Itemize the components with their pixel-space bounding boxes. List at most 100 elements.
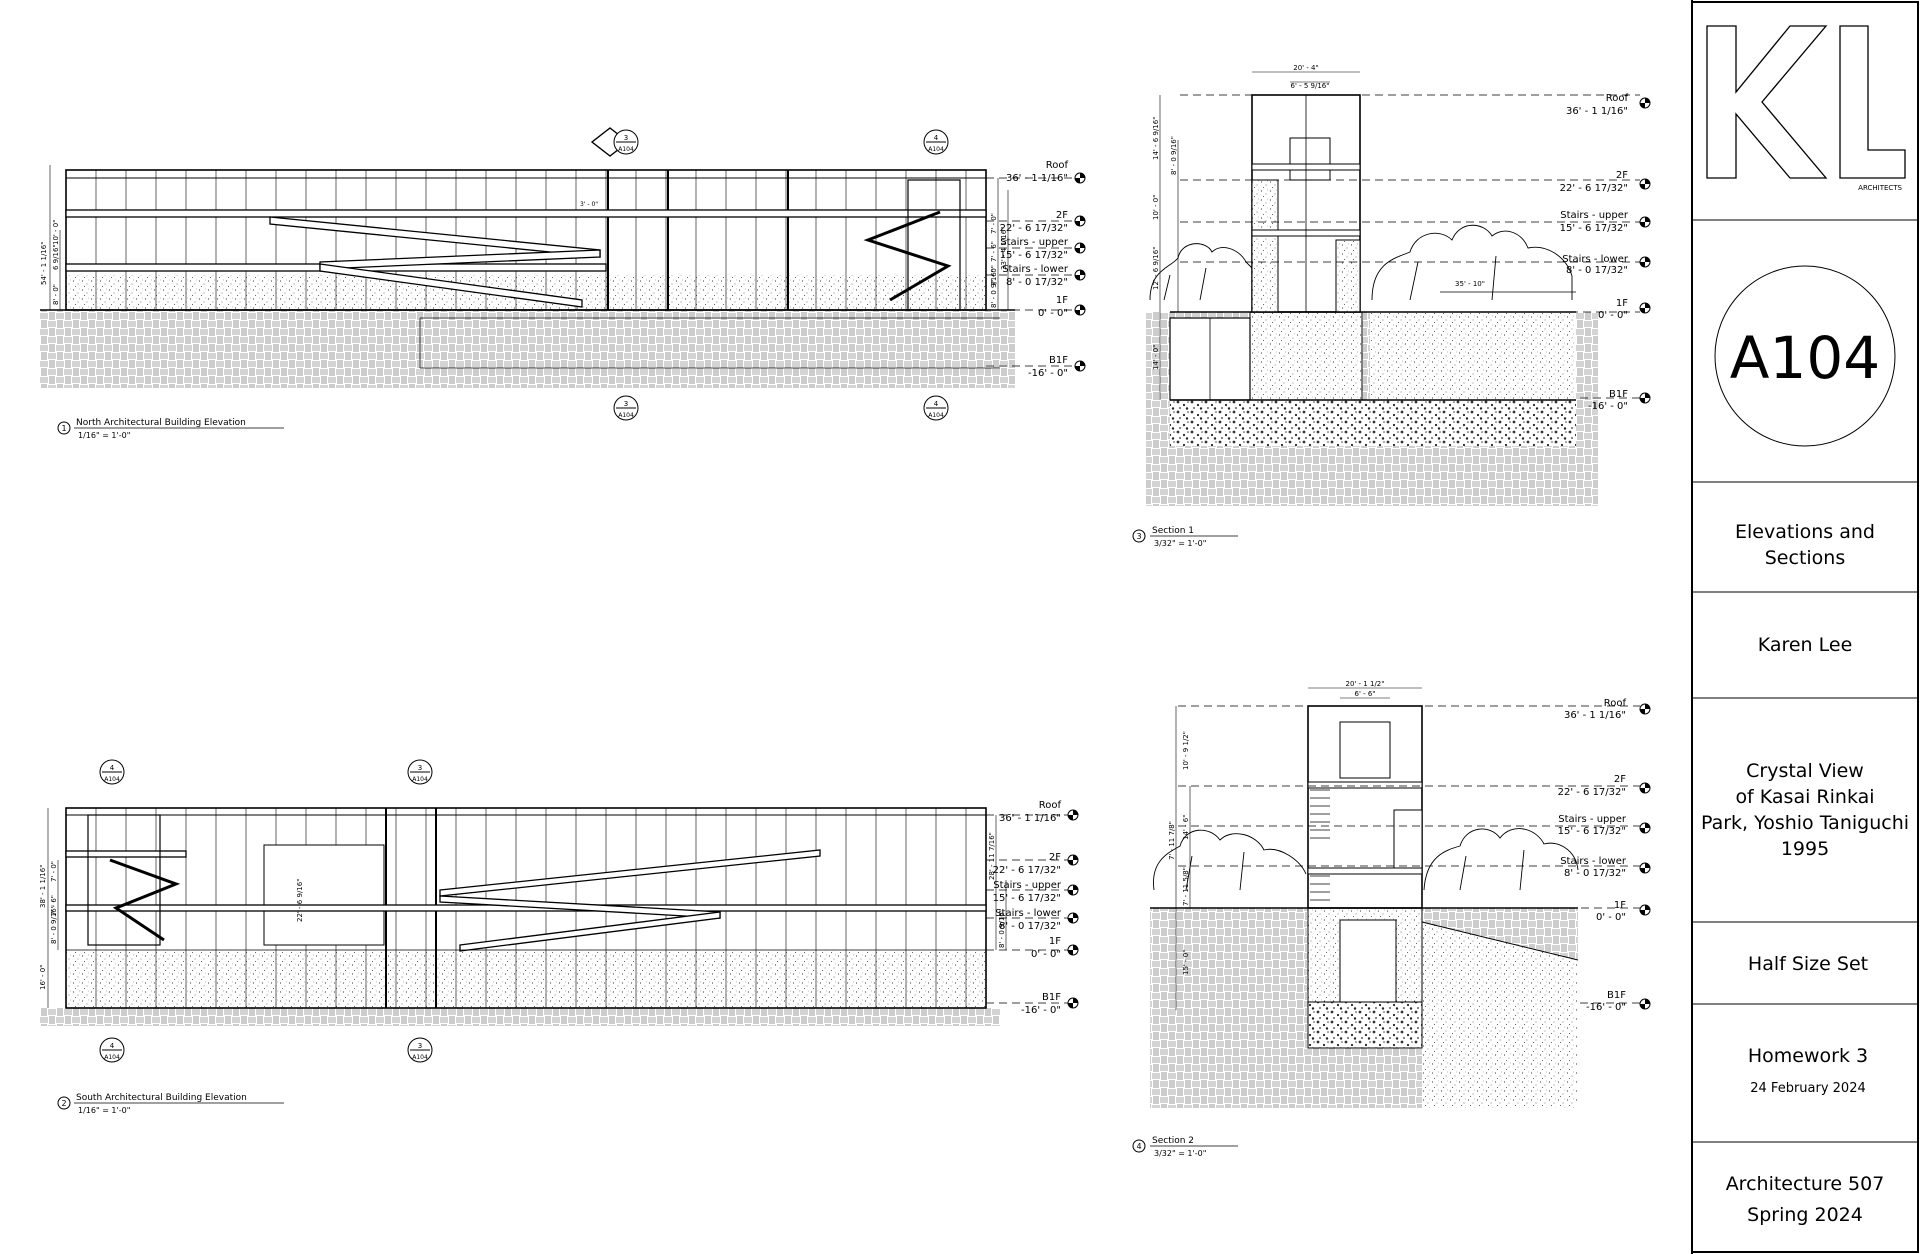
south-level-targets	[1067, 809, 1079, 1009]
south-1f-elev: 0' - 0"	[1031, 949, 1061, 960]
s2-sl-elev: 8' - 0 17/32"	[1564, 868, 1626, 879]
sheet-title-line2: Sections	[1765, 547, 1846, 569]
south-b1-name: B1F	[1042, 992, 1061, 1003]
marker-ref: A104	[928, 412, 944, 419]
sheet-title-line1: Elevations and	[1735, 521, 1875, 543]
marker-ref: A104	[618, 146, 634, 153]
project-line4: 1995	[1781, 838, 1829, 860]
term: Spring 2024	[1747, 1204, 1863, 1226]
marker-num: 3	[624, 134, 628, 142]
north-section-marker-3-top[interactable]: 3 A104	[590, 127, 639, 157]
north-su-elev: 15' - 6 17/32"	[1000, 250, 1068, 261]
s2-2f-elev: 22' - 6 17/32"	[1558, 787, 1626, 798]
s2-su-elev: 15' - 6 17/32"	[1558, 826, 1626, 837]
project-line3: Park, Yoshio Taniguchi	[1701, 812, 1909, 834]
s2-b1-name: B1F	[1607, 990, 1626, 1001]
marker-num: 3	[624, 400, 628, 408]
view-title-text: Section 1	[1152, 526, 1194, 536]
s2-dim-v4: 7' - 11 7/8"	[1168, 821, 1176, 860]
marker-num: 4	[110, 1042, 115, 1050]
view-title-text: South Architectural Building Elevation	[76, 1093, 247, 1103]
south-dim-b: 7' - 6"	[50, 895, 58, 916]
south-section-marker-4-top[interactable]: 4 A104	[99, 759, 125, 785]
south-dim-overall: 38' - 1 1/16"	[39, 865, 47, 908]
s1-b1-elev: -16' - 0"	[1588, 401, 1628, 412]
view-title-text: Section 2	[1152, 1136, 1194, 1146]
north-section-marker-4-bottom[interactable]: 4 A104	[923, 395, 949, 421]
north-b1-elev: -16' - 0"	[1028, 368, 1068, 379]
s2-su-name: Stairs - upper	[1558, 814, 1627, 825]
marker-ref: A104	[928, 146, 944, 153]
south-roof-elev: 36' - 1 1/16"	[999, 813, 1061, 824]
south-dim-c: 8' - 0 9/16"	[50, 905, 58, 944]
s1-roof-elev: 36' - 1 1/16"	[1566, 106, 1628, 117]
s1-1f-name: 1F	[1616, 298, 1628, 309]
north-2f-name: 2F	[1056, 210, 1068, 221]
south-roof-name: Roof	[1039, 800, 1062, 811]
view-number: 3	[1136, 532, 1141, 541]
s2-2f-name: 2F	[1614, 774, 1626, 785]
issue-date: 24 February 2024	[1750, 1081, 1866, 1096]
south-dim-a: 7' - 0"	[50, 861, 58, 882]
section-1-drawing: Roof 36' - 1 1/16" 2F 22' - 6 17/32" Sta…	[1132, 64, 1651, 548]
south-dim-mid: 22' - 6 9/16"	[296, 879, 304, 922]
south-section-marker-3-top[interactable]: 3 A104	[407, 759, 433, 785]
s1-dim-v4: 12' - 6 9/16"	[1152, 247, 1160, 290]
firm-sub-label: ARCHITECTS	[1858, 184, 1902, 192]
north-roof-elev: 36' - 1 1/16"	[1006, 173, 1068, 184]
section-1-view-title: 3 Section 1 3/32" = 1'-0"	[1132, 526, 1238, 548]
marker-num: 4	[110, 764, 115, 772]
south-sl-name: Stairs - lower	[995, 908, 1062, 919]
south-dim-r2: 8' - 0 9/16"	[998, 909, 1006, 948]
s1-dim-top1: 20' - 4"	[1293, 64, 1318, 72]
south-elevation-drawing: Roof 36' - 1 1/16" 2F 22' - 6 17/32" Sta…	[39, 759, 1079, 1115]
project-line2: of Kasai Rinkai	[1735, 786, 1874, 808]
s1-b1-name: B1F	[1609, 389, 1628, 400]
north-b1-name: B1F	[1049, 355, 1068, 366]
north-section-marker-3-bottom[interactable]: 3 A104	[613, 395, 639, 421]
s1-dim-v2: 8' - 0 9/16"	[1170, 136, 1178, 175]
view-scale: 1/16" = 1'-0"	[78, 431, 130, 440]
south-section-marker-3-bottom[interactable]: 3 A104	[407, 1037, 433, 1063]
s1-dim-v5: 14' - 0"	[1152, 345, 1160, 370]
north-dim-r4: 7' - 0"	[990, 265, 998, 286]
view-number: 4	[1136, 1142, 1141, 1151]
marker-ref: A104	[104, 776, 120, 783]
s2-dim-v1: 10' - 9 1/2"	[1182, 731, 1190, 770]
north-section-marker-4-top[interactable]: 4 A104	[923, 129, 949, 155]
north-view-title: 1 North Architectural Building Elevation…	[57, 418, 284, 440]
s2-dim-top1: 20' - 1 1/2"	[1346, 680, 1385, 688]
view-number: 1	[61, 424, 66, 433]
north-dim-c: 10' - 0"	[52, 220, 60, 245]
view-scale: 3/32" = 1'-0"	[1154, 1149, 1206, 1158]
marker-num: 4	[934, 400, 939, 408]
north-1f-name: 1F	[1056, 295, 1068, 306]
s2-roof-elev: 36' - 1 1/16"	[1564, 710, 1626, 721]
south-dim-low: 16' - 0"	[39, 965, 47, 990]
south-2f-name: 2F	[1049, 852, 1061, 863]
sheet-number-circle	[1714, 265, 1896, 447]
marker-ref: A104	[412, 1054, 428, 1061]
south-dim-r1: 28' - 11 7/16"	[988, 832, 996, 880]
marker-ref: A104	[618, 412, 634, 419]
s1-sl-elev: 8' - 0 17/32"	[1566, 265, 1628, 276]
s1-dim-span: 35' - 10"	[1455, 280, 1485, 288]
south-section-marker-4-bottom[interactable]: 4 A104	[99, 1037, 125, 1063]
s1-dim-v1: 14' - 6 9/16"	[1152, 117, 1160, 160]
author-name: Karen Lee	[1758, 634, 1853, 656]
s2-dim-v5: 15' - 0"	[1182, 950, 1190, 975]
north-dim-top: 3' - 0"	[580, 201, 598, 208]
s1-sl-name: Stairs - lower	[1562, 254, 1629, 265]
s1-1f-elev: 0' - 0"	[1598, 310, 1628, 321]
assignment: Homework 3	[1748, 1045, 1868, 1067]
south-sl-elev: 8' - 0 17/32"	[999, 921, 1061, 932]
s1-dim-v3: 10' - 0"	[1152, 195, 1160, 220]
s2-1f-elev: 0' - 0"	[1596, 912, 1626, 923]
north-dim-r3: 7' - 6"	[990, 241, 998, 262]
marker-ref: A104	[104, 1054, 120, 1061]
s2-dim-v2: 14' - 6"	[1182, 815, 1190, 840]
north-dim-r5: 8' - 0 9/16"	[990, 269, 998, 308]
s2-1f-name: 1F	[1614, 900, 1626, 911]
north-su-name: Stairs - upper	[1000, 237, 1069, 248]
section-2-drawing: Roof 36' - 1 1/16" 2F 22' - 6 17/32" Sta…	[1132, 680, 1651, 1158]
